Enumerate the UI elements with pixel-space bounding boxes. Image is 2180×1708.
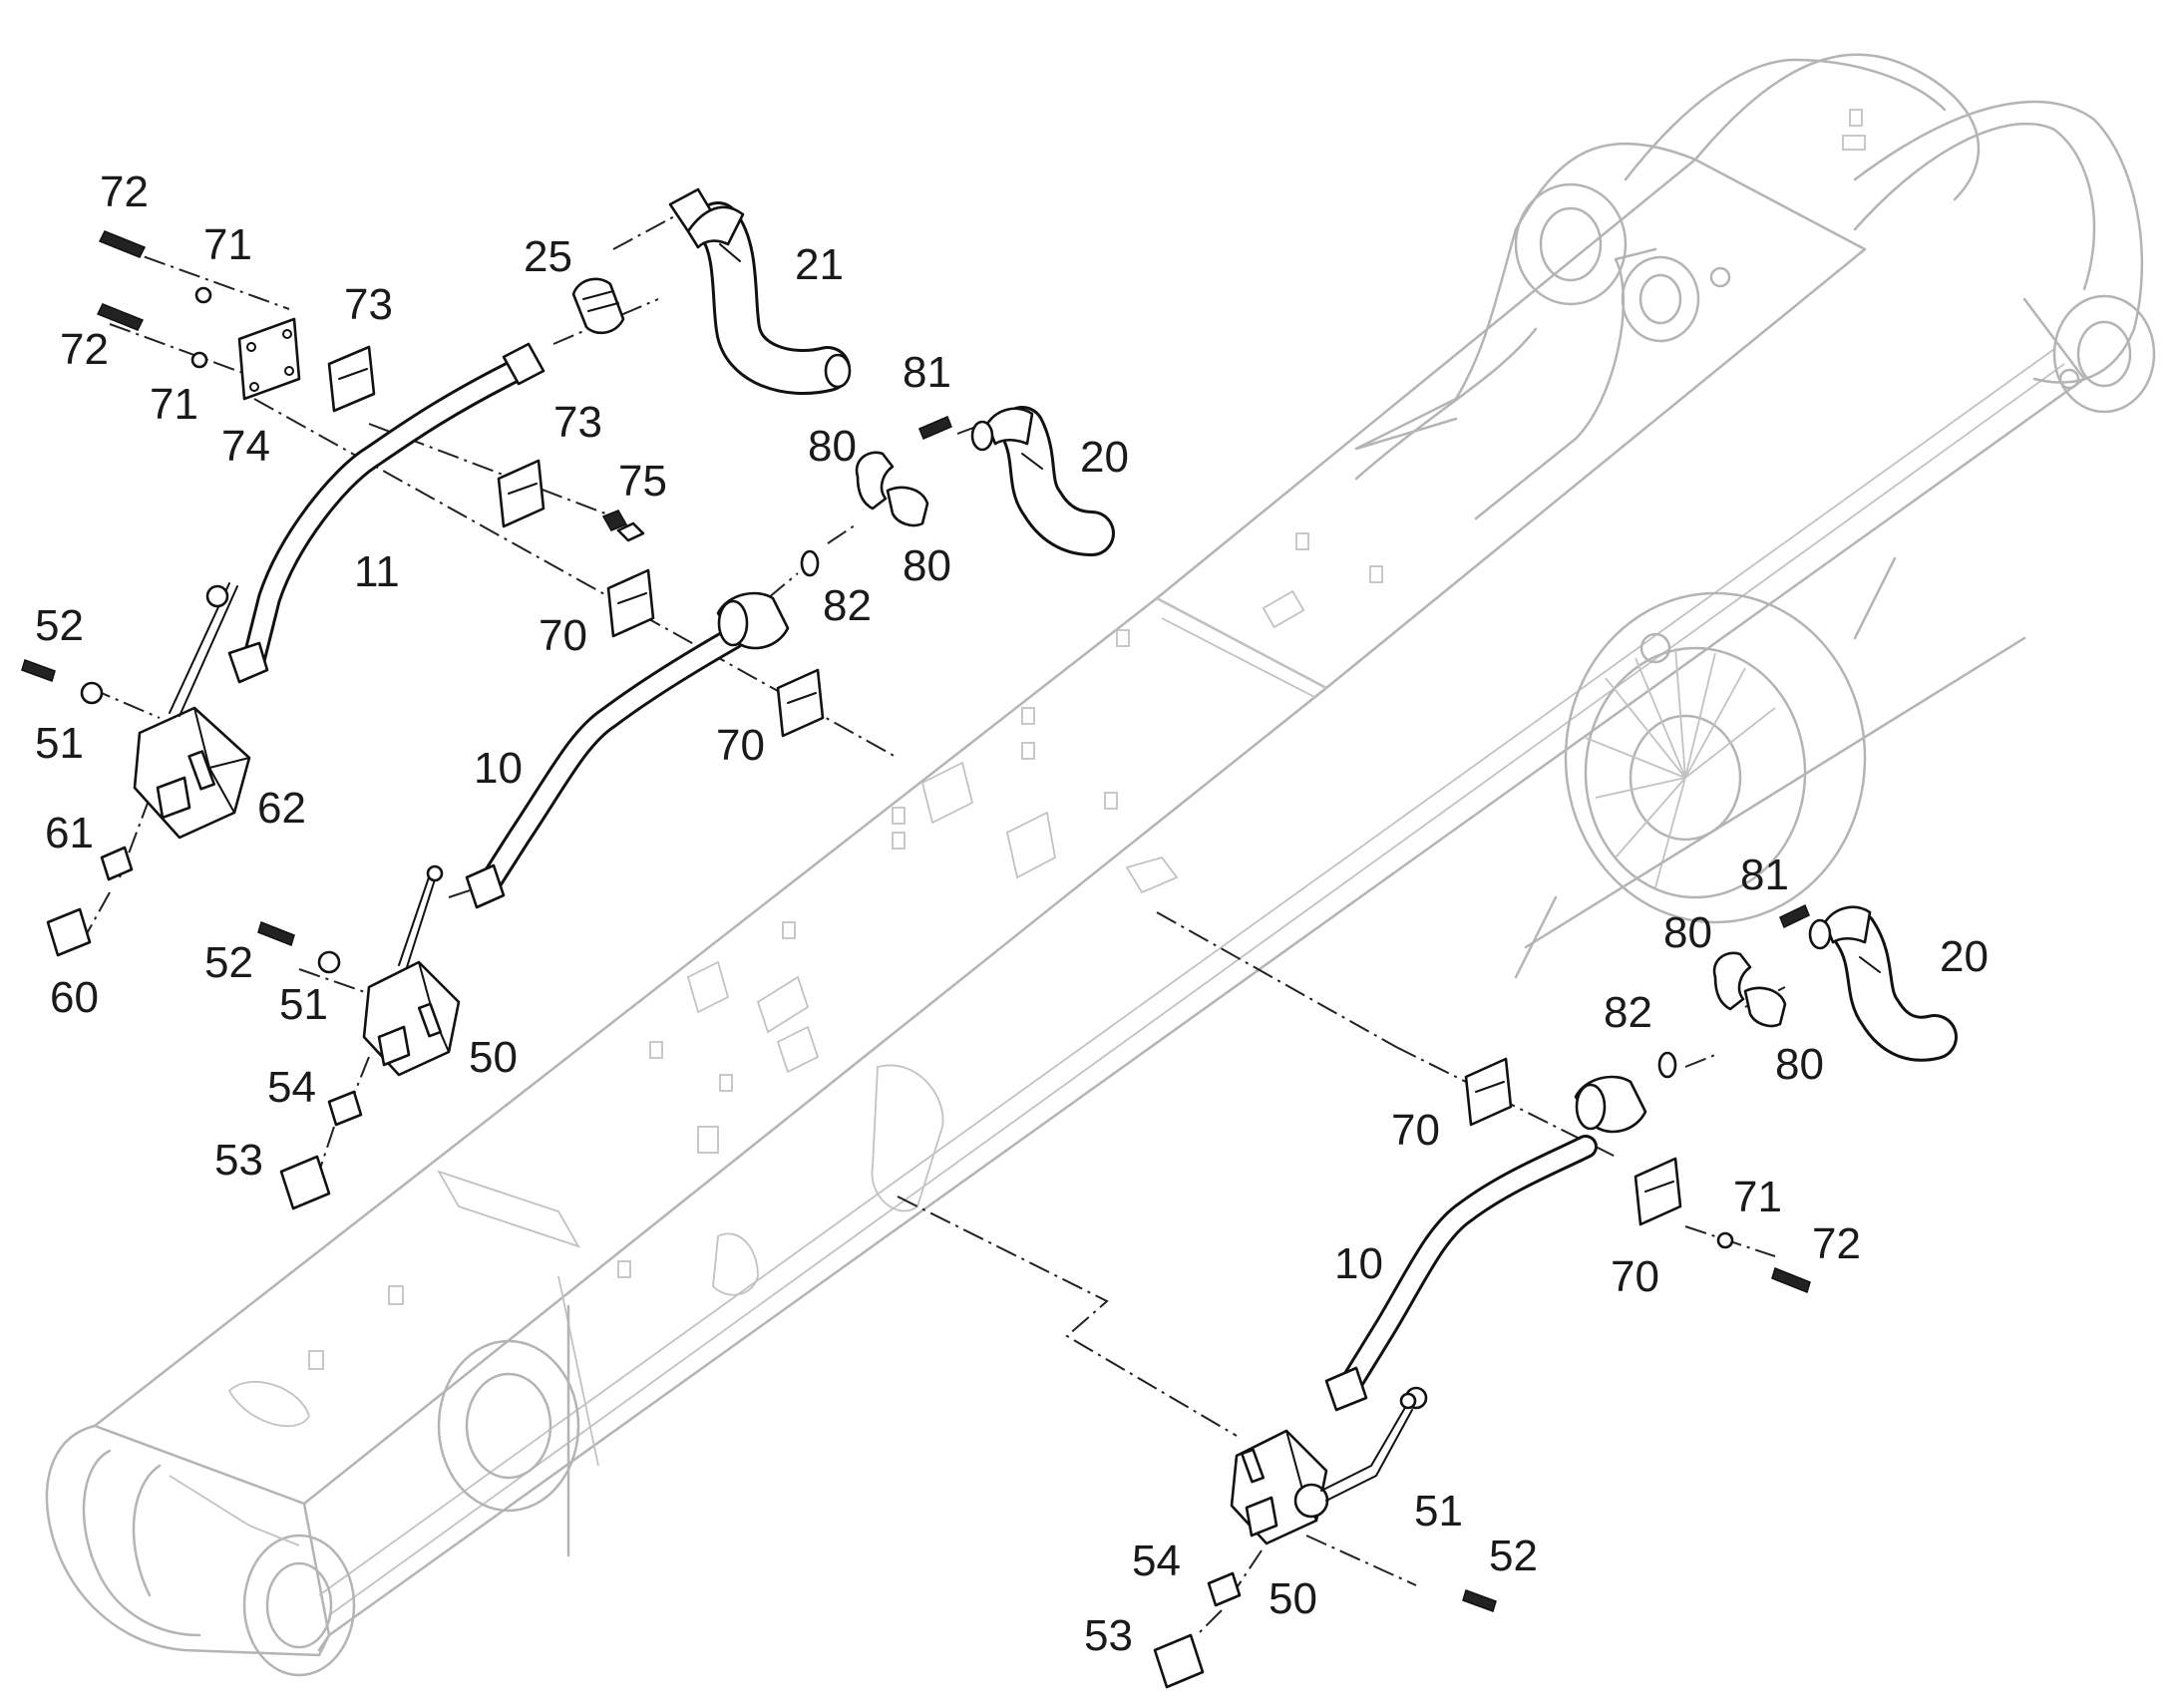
callout-82: 82 xyxy=(1604,988,1652,1037)
callout-72: 72 xyxy=(60,325,109,374)
pipe-11 xyxy=(227,342,545,684)
callout-52: 52 xyxy=(1489,1532,1538,1580)
callout-60: 60 xyxy=(50,973,99,1022)
callout-53: 53 xyxy=(214,1136,263,1185)
callout-80: 80 xyxy=(903,541,951,590)
callout-51: 51 xyxy=(1414,1487,1463,1536)
flange-lower xyxy=(1574,1075,1647,1134)
bolts xyxy=(21,230,1811,1612)
pipe-10-lower xyxy=(1324,1135,1598,1412)
callout-70: 70 xyxy=(1611,1252,1659,1301)
split-clamp-80-lower xyxy=(1712,951,1787,1028)
callout-81: 81 xyxy=(903,348,951,397)
callout-53: 53 xyxy=(1084,1611,1133,1660)
callout-20: 20 xyxy=(1080,433,1129,482)
callout-52: 52 xyxy=(35,601,84,650)
hose-21 xyxy=(668,187,852,395)
callout-80: 80 xyxy=(808,422,857,471)
callout-70: 70 xyxy=(1391,1106,1440,1155)
callout-80: 80 xyxy=(1663,908,1712,957)
callout-82: 82 xyxy=(823,581,872,630)
fitting-25 xyxy=(571,277,625,335)
split-clamp-80-upper xyxy=(855,451,929,527)
callout-71: 71 xyxy=(203,220,252,269)
callout-61: 61 xyxy=(45,809,94,857)
bracket-70-d xyxy=(1634,1157,1682,1226)
plate-74 xyxy=(237,317,301,401)
o-rings xyxy=(80,286,1734,1410)
bracket-70-a xyxy=(606,568,655,638)
callout-labels: 72 71 72 71 73 74 25 21 73 75 11 81 80 2… xyxy=(35,168,1989,1660)
flange-upper xyxy=(716,591,790,650)
nut-75 xyxy=(601,510,628,531)
boom-structure xyxy=(45,53,2156,1677)
callout-71: 71 xyxy=(150,380,198,429)
hose-20-lower xyxy=(1808,905,1958,1062)
bracket-70-b xyxy=(776,668,825,738)
callout-10: 10 xyxy=(1334,1239,1383,1288)
callout-71: 71 xyxy=(1733,1173,1782,1221)
callout-70: 70 xyxy=(716,721,765,770)
bracket-73-upper xyxy=(327,345,376,413)
bracket-70-c xyxy=(1464,1057,1513,1127)
ball-valve-50-upper xyxy=(362,864,461,1077)
callout-75: 75 xyxy=(618,457,667,506)
callout-51: 51 xyxy=(279,980,328,1029)
callout-73: 73 xyxy=(344,280,393,329)
ball-valve-62 xyxy=(133,582,251,840)
callout-50: 50 xyxy=(469,1033,518,1082)
callout-62: 62 xyxy=(257,784,306,833)
callout-70: 70 xyxy=(539,611,587,660)
callout-52: 52 xyxy=(204,938,253,987)
callout-11: 11 xyxy=(354,547,400,596)
callout-54: 54 xyxy=(1132,1537,1181,1585)
bracket-73-lower xyxy=(497,459,545,528)
callout-74: 74 xyxy=(221,422,270,471)
callout-25: 25 xyxy=(524,232,572,281)
callout-54: 54 xyxy=(267,1063,316,1112)
callout-21: 21 xyxy=(795,240,844,289)
caps-plugs xyxy=(46,846,1242,1689)
callout-81: 81 xyxy=(1740,851,1789,899)
callout-50: 50 xyxy=(1269,1574,1317,1623)
callout-80: 80 xyxy=(1775,1040,1824,1089)
callout-20: 20 xyxy=(1940,932,1989,981)
callout-10: 10 xyxy=(474,744,523,793)
callout-72: 72 xyxy=(1812,1219,1861,1268)
callout-51: 51 xyxy=(35,719,84,768)
hose-20-upper xyxy=(970,406,1115,556)
ball-valve-50-lower xyxy=(1230,1392,1417,1545)
callout-73: 73 xyxy=(553,398,602,447)
callout-72: 72 xyxy=(100,168,149,216)
pipe-10-upper xyxy=(465,626,745,909)
